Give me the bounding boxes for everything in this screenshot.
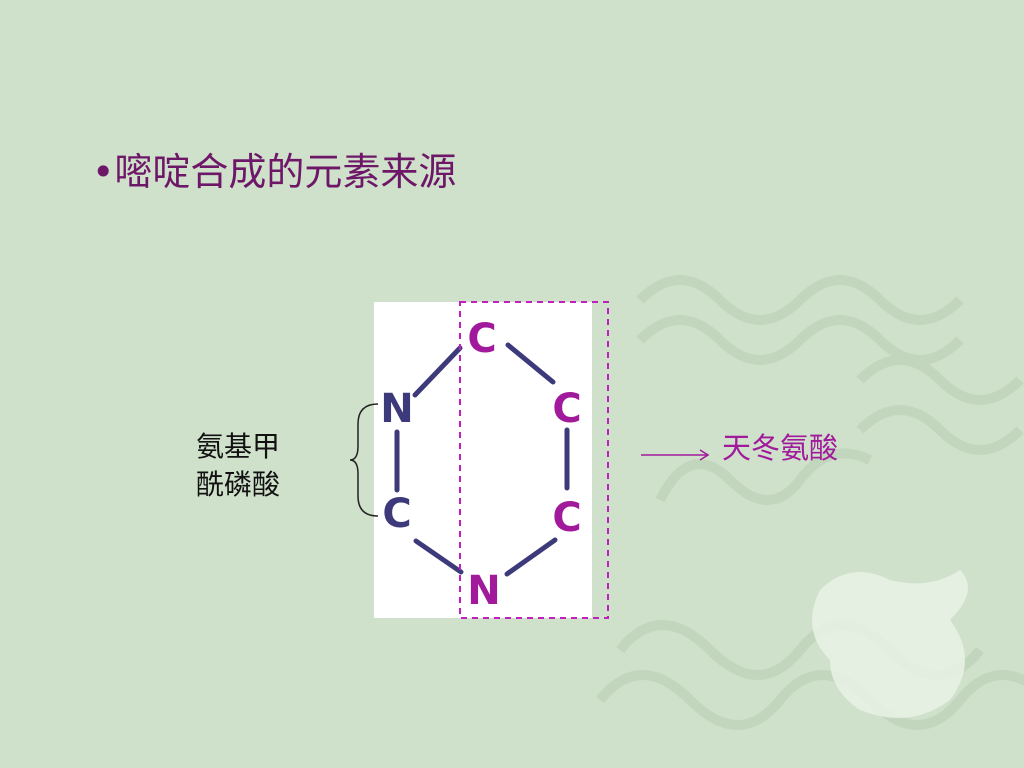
dragon-emblem-icon [812, 570, 968, 718]
atom-c-upper-right: C [552, 386, 581, 432]
ring-bonds [394, 342, 570, 577]
aspartate-label: 天冬氨酸 [722, 431, 839, 465]
left-brace-icon [349, 403, 379, 517]
bond-c2-c3 [505, 342, 556, 385]
atom-n-bottom: N [467, 568, 500, 614]
slide-title: •嘧啶合成的元素来源 [92, 150, 457, 194]
carbamoyl-phosphate-label: 氨基甲 酰磷酸 [196, 430, 281, 501]
bond-n1-c2 [412, 345, 463, 398]
aspartate-highlight-box [459, 301, 609, 619]
atom-n-upper-left: N [380, 386, 413, 432]
bond-c4-n5 [504, 537, 558, 577]
ring-panel [374, 302, 592, 618]
bond-n5-c6 [413, 538, 464, 575]
atom-c-lower-right: C [552, 495, 581, 541]
atom-c-lower-left: C [382, 491, 411, 537]
atom-c-top: C [467, 316, 496, 362]
right-arrow-icon [641, 449, 710, 461]
